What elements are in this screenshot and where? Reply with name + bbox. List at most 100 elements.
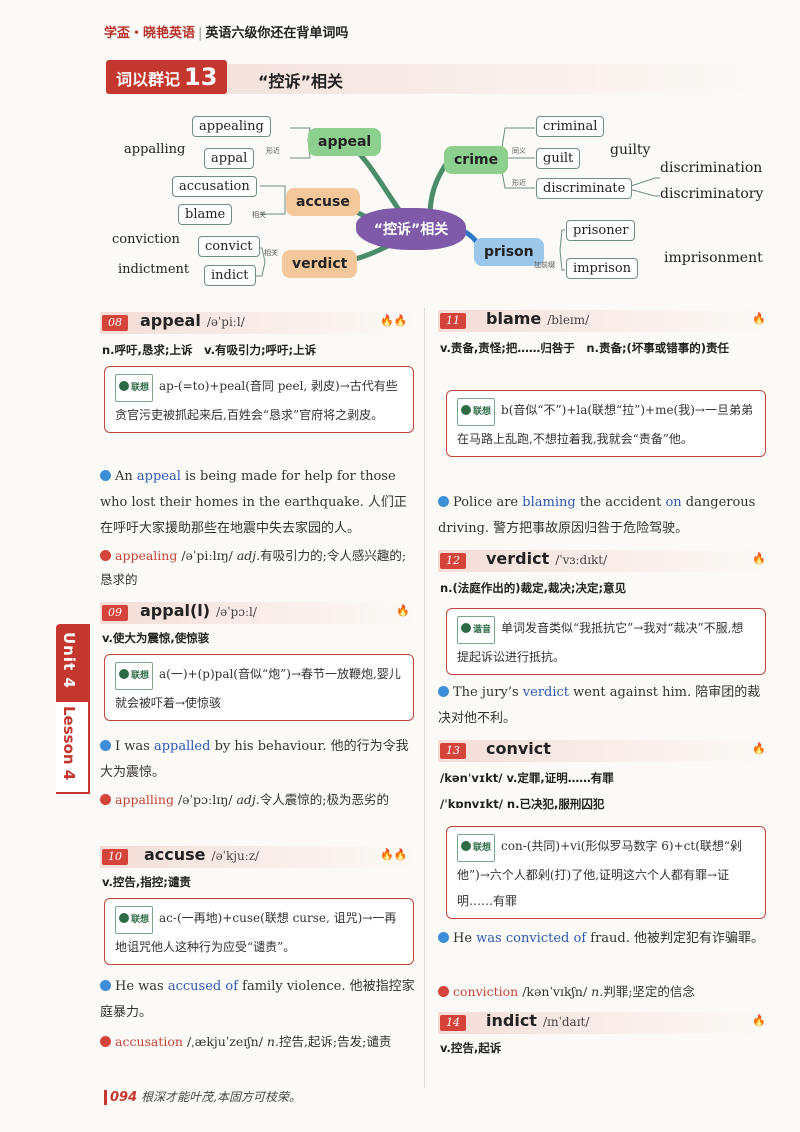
- derived-phonetic: /ˌækjuˈzeɪʃn/: [186, 1034, 263, 1049]
- headword: indict: [486, 1011, 537, 1030]
- example-text: The jury’s: [453, 685, 523, 700]
- derived-headword: appealing: [115, 548, 178, 563]
- derived-headword: appalling: [115, 792, 174, 807]
- example-text: An: [115, 469, 137, 484]
- phonetic: /ˈvɜːdɪkt/: [555, 553, 608, 567]
- entry-headword: indict/ɪnˈdaɪt/: [486, 1011, 589, 1030]
- frequency-flame-icon: 🔥: [752, 1014, 766, 1027]
- mind-map-node-discriminate: discriminate: [536, 178, 633, 199]
- example-sentence: Police are blaming the accident on dange…: [438, 490, 768, 542]
- derived-word: accusation /ˌækjuˈzeɪʃn/ n.控告,起诉;告发;谴责: [100, 1030, 418, 1054]
- derived-definition: 令人震惊的;极为恶劣的: [259, 792, 389, 807]
- group-number: 13: [184, 63, 218, 91]
- memory-tag-label: 联想: [473, 407, 492, 417]
- example-keyword: verdict: [522, 685, 570, 700]
- memory-tag-icon: 联想: [115, 906, 154, 934]
- memory-tag-label: 联想: [473, 843, 492, 853]
- derived-pos: adj.: [236, 548, 261, 563]
- definition: /ˈkɒnvɪkt/ n.已决犯,服刑囚犯: [440, 797, 605, 811]
- example-dot-icon: [100, 740, 111, 751]
- memory-tag-icon: 联想: [457, 834, 496, 862]
- mind-map-hub-accuse: accuse: [286, 188, 360, 216]
- entry-header-bar: [438, 310, 768, 332]
- entry-number: 10: [102, 849, 128, 865]
- entry-headword: appal(l)/əˈpɔːl/: [140, 601, 257, 620]
- entry-number: 12: [440, 553, 466, 569]
- derived-pos: adj.: [236, 792, 260, 807]
- headword: verdict: [486, 549, 550, 568]
- memory-tag-icon: 联想: [115, 374, 154, 402]
- example-text: by his behaviour. 他的行为令我大为震惊。: [100, 739, 409, 780]
- example-sentence: He was accused of family violence. 他被指控家…: [100, 974, 418, 1026]
- example-text: family violence. 他被指控家庭暴力。: [100, 979, 415, 1020]
- example-text: fraud. 他被判定犯有诈骗罪。: [586, 931, 765, 946]
- mind-map-hub-verdict: verdict: [282, 250, 358, 278]
- mind-map-node-prisoner: prisoner: [566, 220, 636, 241]
- frequency-flame-icon: 🔥🔥: [380, 848, 408, 861]
- unit-label: Unit 4: [60, 632, 78, 689]
- memory-tip-box: 谐音单词发音类似“我抵抗它”→我对“裁决”不服,想提起诉讼进行抵抗。: [446, 608, 766, 675]
- example-text: went against him. 陪审团的裁决对他不利。: [438, 685, 761, 726]
- entry-headword: verdict/ˈvɜːdɪkt/: [486, 549, 607, 568]
- derived-headword: conviction: [453, 984, 519, 999]
- entry-header-bar: [438, 550, 768, 572]
- example-text: Police are: [453, 495, 523, 510]
- memory-tip-text: ac-(一再地)+cuse(联想 curse, 诅咒)→一再地诅咒他人这种行为应…: [115, 911, 397, 954]
- memory-tag-label: 谐音: [473, 625, 492, 635]
- entry-number: 08: [102, 315, 128, 331]
- example-dot-icon: [438, 496, 449, 507]
- example-keyword: was convicted of: [476, 931, 587, 946]
- mind-map-tag: 同义: [512, 147, 526, 155]
- example-text: He: [453, 931, 477, 946]
- definition: v.控告,起诉: [440, 1041, 502, 1055]
- derived-phonetic: /əˈpiːlɪŋ/: [181, 548, 233, 563]
- column-divider: [424, 308, 425, 1088]
- mind-map-center: “控诉”相关: [356, 208, 466, 250]
- derived-dot-icon: [100, 1036, 111, 1047]
- derived-pos: n.: [266, 1034, 279, 1049]
- mind-map-node-convict: convict: [198, 236, 260, 257]
- entry-header-bar: [100, 846, 418, 868]
- derived-pos: n.: [591, 984, 604, 999]
- group-label: 词以群记: [116, 70, 181, 89]
- mind-map-node-accusation: accusation: [172, 176, 257, 197]
- phonetic: /əˈkjuːz/: [211, 849, 260, 863]
- example-dot-icon: [438, 932, 449, 943]
- entry-number: 11: [440, 313, 466, 329]
- definition: /kənˈvɪkt/ v.定罪,证明……有罪: [440, 771, 614, 785]
- header-brand: 学盃・晓艳英语: [104, 26, 196, 41]
- entry-header-bar: [100, 602, 418, 624]
- example-text: dangerous driving. 警方把事故原因归咎于危险驾驶。: [438, 495, 756, 536]
- example-keyword: accused of: [167, 979, 239, 994]
- mind-map-node-imprisonment: imprisonment: [664, 250, 763, 266]
- example-text: the accident: [575, 495, 666, 510]
- frequency-flame-icon: 🔥: [752, 552, 766, 565]
- derived-phonetic: /əˈpɔːlɪŋ/: [177, 792, 233, 807]
- example-keyword: blaming: [522, 495, 576, 510]
- example-text: is being made for help for those who los…: [100, 469, 407, 536]
- definition: v.责备,责怪;把……归咎于 n.责备;(坏事或错事的)责任: [440, 341, 730, 355]
- page-header: 学盃・晓艳英语|英语六级你还在背单词吗: [104, 26, 349, 41]
- mind-map-tag: 相关: [252, 211, 266, 219]
- memory-tip-text: a(一)+(p)pal(音似“炮”)→春节一放鞭炮,婴儿就会被吓着→使惊骇: [115, 667, 401, 710]
- entry-header-bar: [438, 740, 768, 762]
- entry-headword: accuse/əˈkjuːz/: [144, 845, 259, 864]
- phonetic: /ɪnˈdaɪt/: [542, 1015, 590, 1029]
- headword: blame: [486, 309, 542, 328]
- entry-header-bar: [438, 1012, 768, 1034]
- mind-map-node-guilty: guilty: [610, 142, 651, 158]
- definition: n.(法庭作出的)裁定,裁决;决定;意见: [440, 581, 627, 595]
- entry-headword: convict: [486, 739, 551, 758]
- memory-tip-text: b(音似“不”)+la(联想“拉”)+me(我)→一旦弟弟在马路上乱跑,不想拉着…: [457, 403, 753, 446]
- derived-definition: 判罪;坚定的信念: [603, 984, 695, 999]
- memory-tag-icon: 联想: [115, 662, 154, 690]
- mind-map-node-indictment: indictment: [118, 262, 190, 277]
- entry-headword: appeal/əˈpiːl/: [140, 311, 245, 330]
- mind-map-tag: 加前缀: [534, 261, 555, 269]
- entry-headword: blame/bleɪm/: [486, 309, 589, 328]
- mind-map-tag: 相关: [264, 249, 278, 257]
- derived-phonetic: /kənˈvɪkʃn/: [522, 984, 588, 999]
